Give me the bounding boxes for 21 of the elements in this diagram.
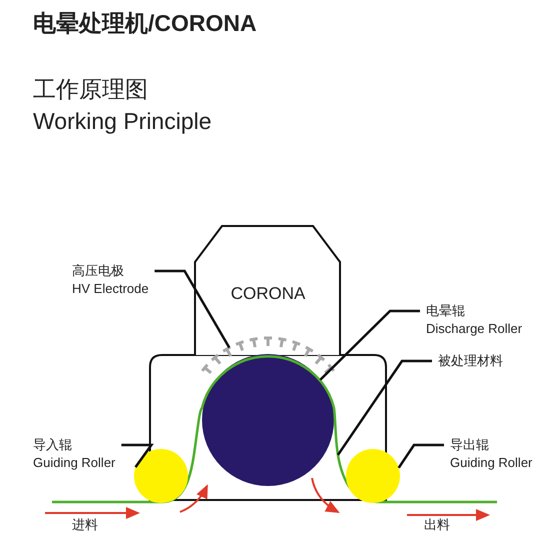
part-label: 被处理材料 <box>438 352 503 370</box>
part-label: 电晕辊 <box>426 302 466 320</box>
corona-housing <box>194 225 341 356</box>
part-label: Discharge Roller <box>426 320 522 338</box>
electrode-drawing <box>200 336 336 374</box>
part-label: 高压电极 <box>72 262 125 280</box>
part-label: 导出辊 <box>450 436 490 454</box>
part-label: Guiding Roller <box>33 454 116 472</box>
heading-text: Working Principle <box>33 108 212 135</box>
leader-line <box>336 360 432 456</box>
title-text: 电晕处理机/CORONA <box>33 9 257 38</box>
housing-label: CORONA <box>230 284 306 304</box>
leader-line <box>154 270 230 348</box>
feed-label: 出料 <box>424 516 450 534</box>
part-label: Guiding Roller <box>450 454 532 472</box>
leader-line <box>398 444 444 468</box>
part-label: 导入辊 <box>33 436 73 454</box>
feed-label: 进料 <box>72 516 98 534</box>
leader-line <box>121 444 154 468</box>
part-label: HV Electrode <box>72 280 149 298</box>
heading-text: 工作原理图 <box>33 75 148 104</box>
